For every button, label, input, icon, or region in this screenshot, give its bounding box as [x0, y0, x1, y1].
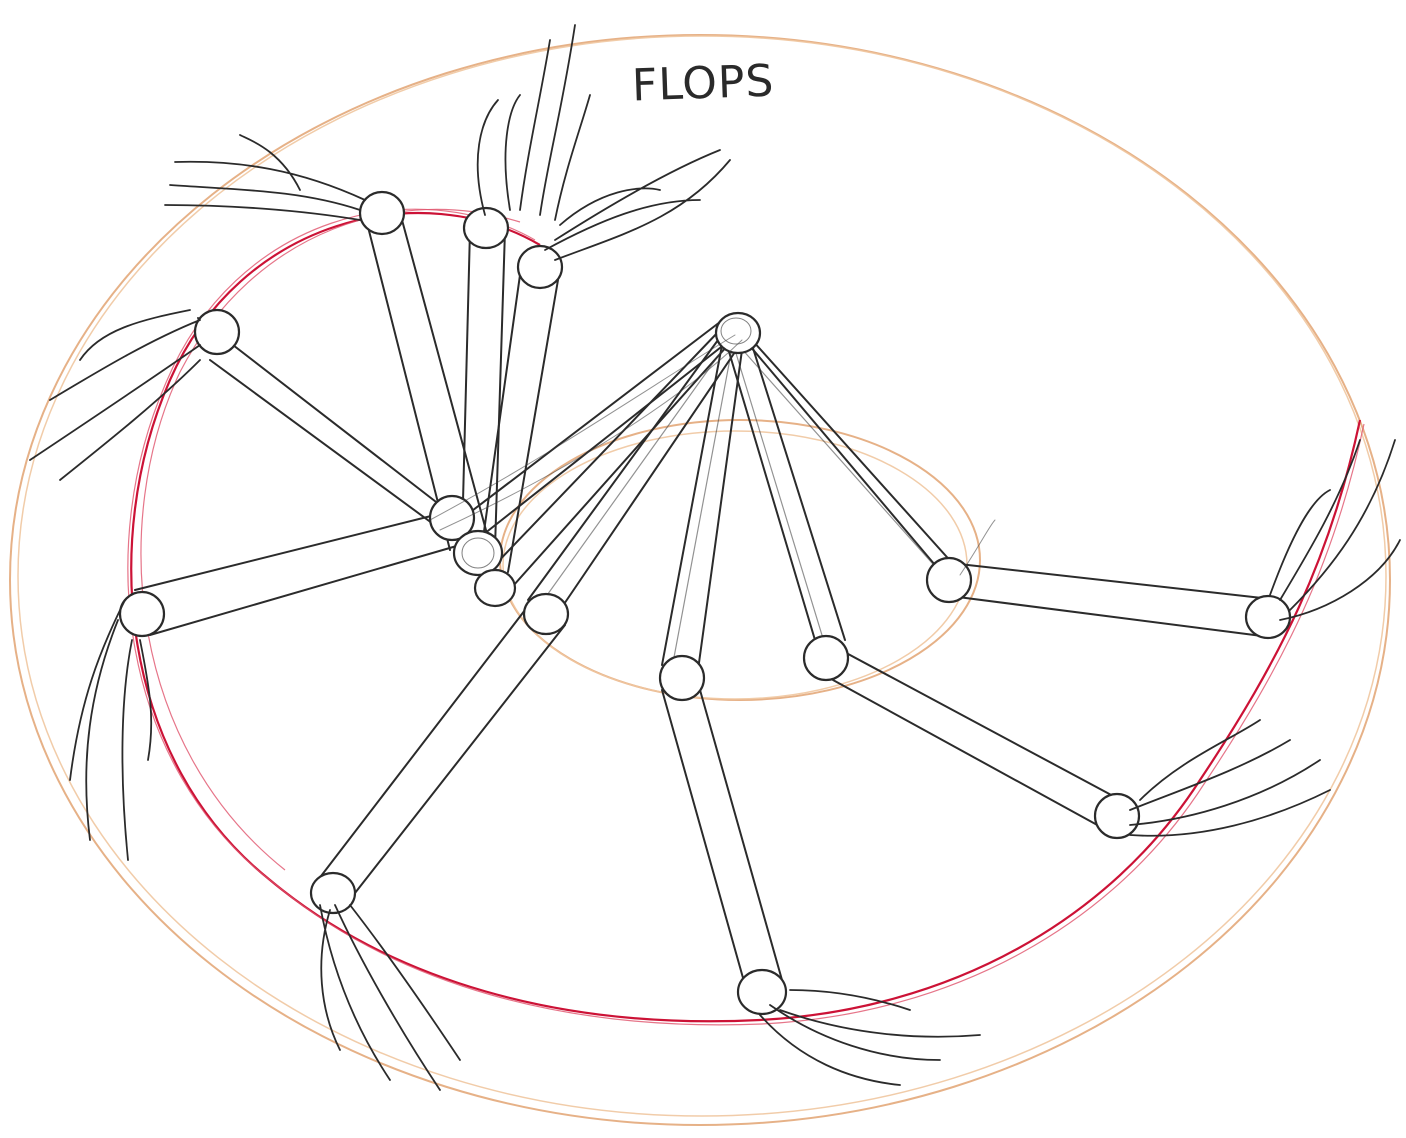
flops-label: FLOPS — [631, 56, 775, 112]
hands — [30, 25, 1400, 1090]
joints — [120, 192, 1290, 1014]
forearms-right — [318, 563, 1262, 985]
guide-circles — [10, 35, 1390, 1125]
